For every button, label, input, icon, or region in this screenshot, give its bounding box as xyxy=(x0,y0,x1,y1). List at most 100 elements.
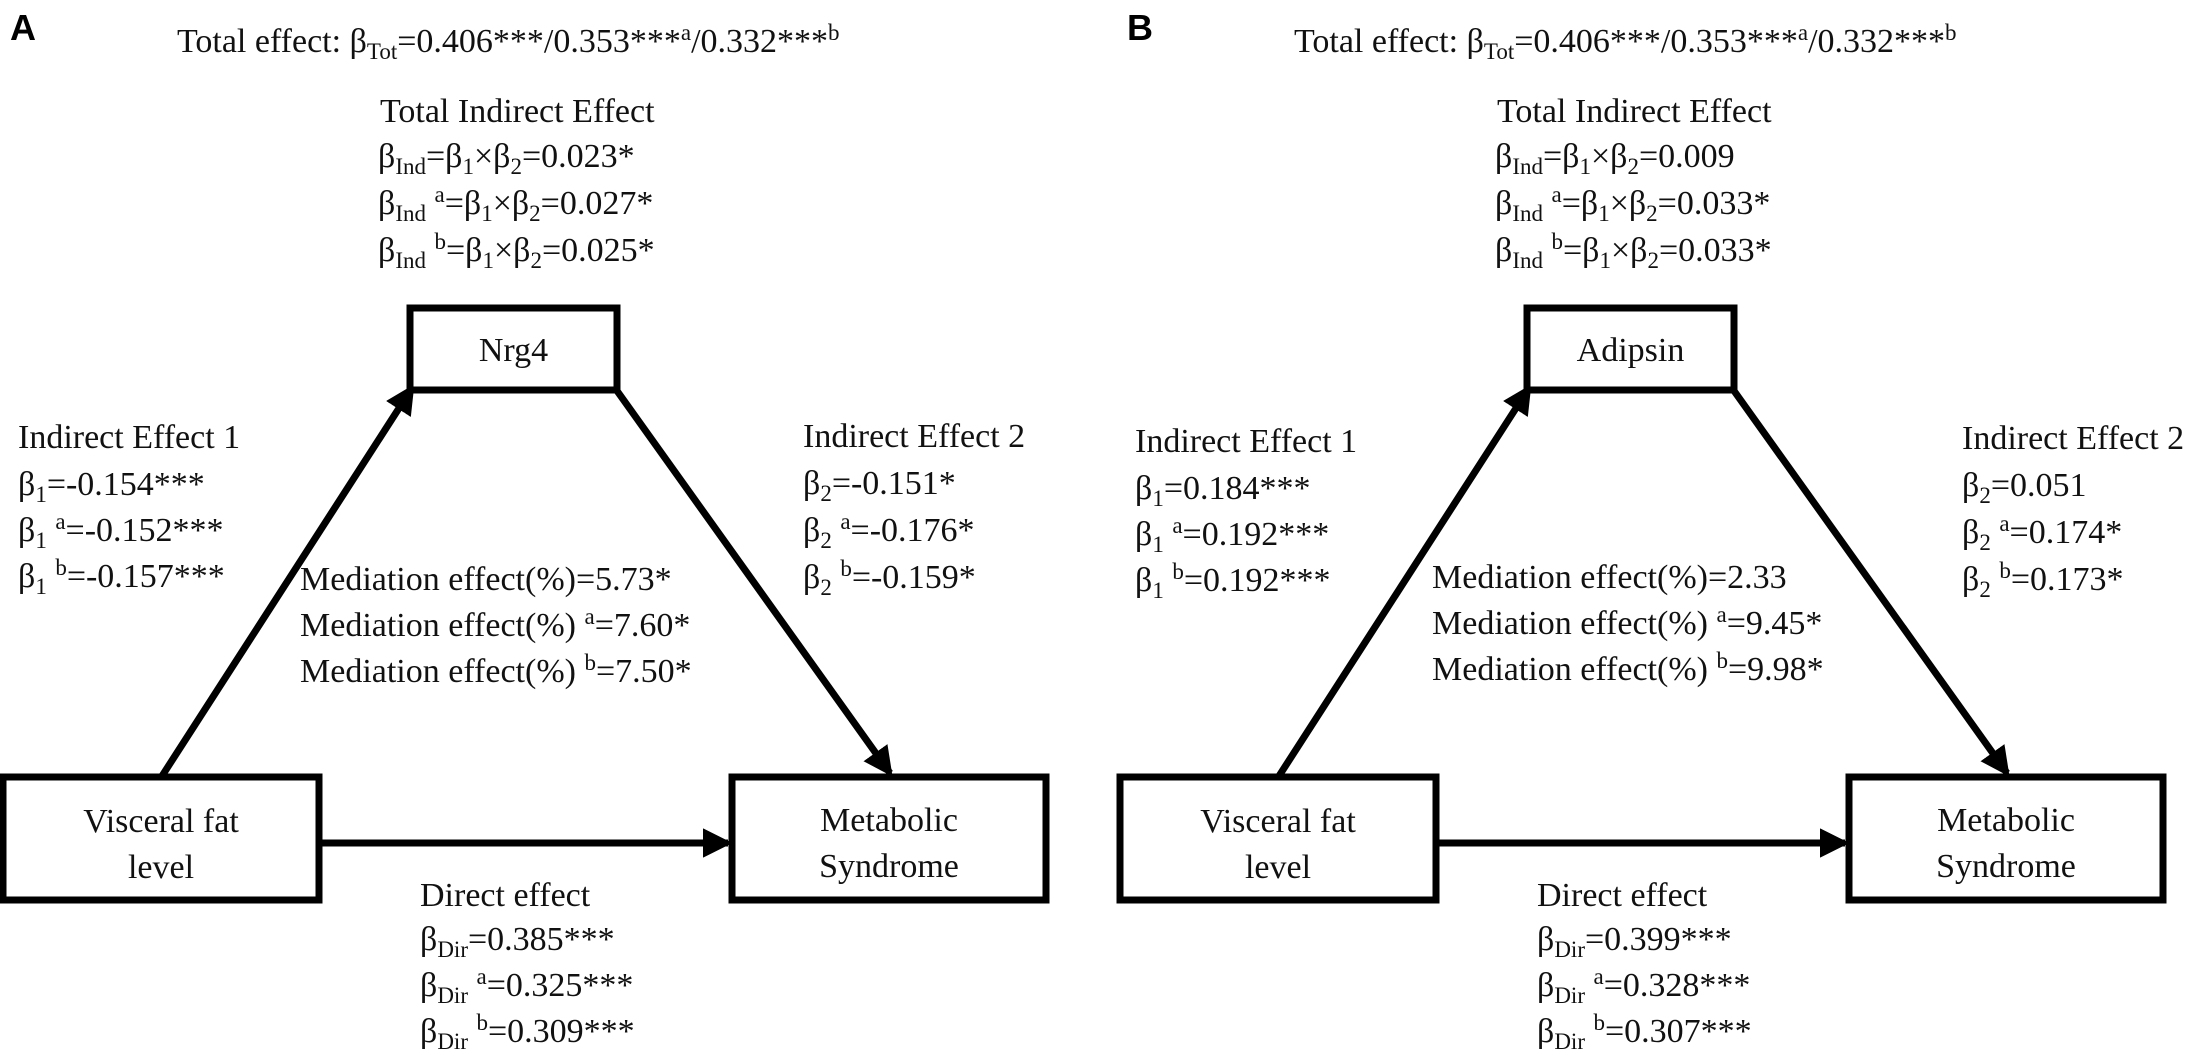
arrow-exposure-to-mediator xyxy=(1276,384,1532,778)
arrow-mediator-to-outcome xyxy=(612,385,893,777)
mediation-effect-line: Mediation effect(%)=2.33 xyxy=(1432,559,1787,596)
arrow-exposure-to-mediator xyxy=(159,384,415,778)
outcome-label-line1: Metabolic xyxy=(820,802,958,839)
indirect-effect-2-line: β2​ a​=0.174* xyxy=(1962,511,2122,555)
mediation-effect-line: Mediation effect(%) a​=9.45* xyxy=(1432,602,1822,642)
mediation-effect-label: Mediation effect(%) xyxy=(1432,605,1708,642)
direct-effect-title: Direct effect xyxy=(1537,877,1708,914)
indirect-effect-1-line: β1​ b​=0.192*** xyxy=(1135,559,1331,603)
indirect-effect-1-value: =0.192*** xyxy=(1184,562,1331,599)
exposure-box xyxy=(0,773,323,904)
total-indirect-line: βInd​ a​=β1​×β2​=0.027* xyxy=(378,182,653,226)
mediation-effect-value: =2.33 xyxy=(1708,559,1787,596)
outcome-box xyxy=(728,773,1050,904)
indirect-effect-1-value: =0.192*** xyxy=(1183,516,1330,553)
indirect-effect-2-title: Indirect Effect 2 xyxy=(803,418,1025,455)
indirect-effect-1-title: Indirect Effect 1 xyxy=(1135,423,1357,460)
direct-effect-line: βDir​=0.399*** xyxy=(1537,921,1732,962)
panel-label: A xyxy=(10,7,36,48)
mediation-effect-line: Mediation effect(%) a​=7.60* xyxy=(300,604,690,644)
exposure-label-line2: level xyxy=(1245,849,1311,886)
indirect-effect-1-title: Indirect Effect 1 xyxy=(18,419,240,456)
indirect-effect-1-line: β1​ a​=0.192*** xyxy=(1135,513,1329,557)
direct-effect-value: =0.307*** xyxy=(1605,1013,1752,1050)
mediation-effect-label: Mediation effect(%) xyxy=(1432,651,1708,688)
panel-a: A Total effect: βTot​=0.406***/0.353***a​… xyxy=(0,7,1050,1054)
indirect-effect-1-line: β1​=0.184*** xyxy=(1135,470,1311,511)
direct-effect-value: =0.309*** xyxy=(488,1013,635,1050)
total-indirect-value: =0.023* xyxy=(522,138,635,175)
direct-effect-line: βDir​=0.385*** xyxy=(420,921,615,962)
indirect-effect-2-value: =-0.159* xyxy=(852,559,976,596)
total-effect-text: Total effect: βTot​=0.406***/0.353***a​/… xyxy=(177,20,840,64)
total-indirect-value: =0.009 xyxy=(1639,138,1735,175)
exposure-label-line1: Visceral fat xyxy=(83,803,239,840)
mediation-effect-line: Mediation effect(%) b​=9.98* xyxy=(1432,648,1824,688)
indirect-effect-1-value: =0.184*** xyxy=(1164,470,1311,507)
mediator-box xyxy=(406,304,621,394)
indirect-effect-1-value: =-0.152*** xyxy=(66,512,224,549)
indirect-effect-2-line: β2​ b​=0.173* xyxy=(1962,558,2124,602)
direct-effect-line: βDir​ b​=0.309*** xyxy=(420,1010,635,1054)
mediation-effect-label: Mediation effect(%) xyxy=(300,607,576,644)
mediation-effect-line: Mediation effect(%) b​=7.50* xyxy=(300,650,692,690)
total-indirect-line: βInd​=β1​×β2​=0.009 xyxy=(1495,138,1735,179)
total-indirect-title: Total Indirect Effect xyxy=(380,93,655,130)
direct-effect-value: =0.325*** xyxy=(487,967,634,1004)
indirect-effect-1-value: =-0.154*** xyxy=(47,466,205,503)
total-indirect-value: =0.033* xyxy=(1659,232,1772,269)
indirect-effect-1-value: =-0.157*** xyxy=(67,558,225,595)
total-indirect-line: βInd​ b​=β1​×β2​=0.033* xyxy=(1495,229,1772,273)
total-effect-values: =0.406***/0.353*** xyxy=(1514,23,1798,60)
indirect-effect-2-value: =-0.151* xyxy=(832,465,956,502)
arrow-mediator-to-outcome xyxy=(1729,385,2010,777)
mediation-effect-value: =9.45* xyxy=(1727,605,1823,642)
exposure-label-line2: level xyxy=(128,849,194,886)
panel-b: B Total effect: βTot​=0.406***/0.353***a​… xyxy=(1116,7,2184,1054)
mediation-effect-label: Mediation effect(%) xyxy=(1432,559,1708,596)
indirect-effect-1-line: β1​ a​=-0.152*** xyxy=(18,509,224,553)
total-indirect-value: =0.033* xyxy=(1658,185,1771,222)
direct-effect-line: βDir​ b​=0.307*** xyxy=(1537,1010,1752,1054)
total-effect-label: Total effect: xyxy=(1294,23,1467,60)
direct-effect-line: βDir​ a​=0.325*** xyxy=(420,964,633,1008)
indirect-effect-1-line: β1​ b​=-0.157*** xyxy=(18,555,225,599)
indirect-effect-2-line: β2​ b​=-0.159* xyxy=(803,556,976,600)
total-effect-subscript: Tot xyxy=(367,39,398,64)
panel-label: B xyxy=(1127,7,1153,48)
indirect-effect-2-line: β2​=0.051 xyxy=(1962,467,2087,508)
total-indirect-line: βInd​ b​=β1​×β2​=0.025* xyxy=(378,229,655,273)
total-indirect-line: βInd​ a​=β1​×β2​=0.033* xyxy=(1495,182,1770,226)
exposure-box xyxy=(1116,773,1440,904)
total-effect-text: Total effect: βTot​=0.406***/0.353***a​/… xyxy=(1294,20,1957,64)
total-indirect-line: βInd​=β1​×β2​=0.023* xyxy=(378,138,635,179)
indirect-effect-2-value: =0.051 xyxy=(1991,467,2087,504)
total-indirect-value: =0.025* xyxy=(542,232,655,269)
total-indirect-value: =0.027* xyxy=(541,185,654,222)
outcome-label-line2: Syndrome xyxy=(1936,848,2076,885)
mediation-effect-value: =9.98* xyxy=(1728,651,1824,688)
total-effect-subscript: Tot xyxy=(1484,39,1515,64)
outcome-label-line2: Syndrome xyxy=(819,848,959,885)
mediation-effect-label: Mediation effect(%) xyxy=(300,653,576,690)
mediation-effect-label: Mediation effect(%) xyxy=(300,561,576,598)
total-effect-label: Total effect: xyxy=(177,23,350,60)
total-indirect-title: Total Indirect Effect xyxy=(1497,93,1772,130)
indirect-effect-2-value: =-0.176* xyxy=(851,512,975,549)
mediation-effect-value: =7.60* xyxy=(595,607,691,644)
mediator-label: Nrg4 xyxy=(479,332,548,369)
mediation-effect-line: Mediation effect(%)=5.73* xyxy=(300,561,672,598)
direct-effect-value: =0.385*** xyxy=(468,921,615,958)
indirect-effect-2-value: =0.173* xyxy=(2011,561,2124,598)
mediator-box xyxy=(1523,304,1738,394)
direct-effect-title: Direct effect xyxy=(420,877,591,914)
indirect-effect-2-line: β2​=-0.151* xyxy=(803,465,956,506)
mediator-label: Adipsin xyxy=(1577,332,1685,369)
indirect-effect-2-title: Indirect Effect 2 xyxy=(1962,420,2184,457)
exposure-label-line1: Visceral fat xyxy=(1200,803,1356,840)
direct-effect-line: βDir​ a​=0.328*** xyxy=(1537,964,1750,1008)
outcome-box xyxy=(1845,773,2167,904)
mediation-effect-value: =5.73* xyxy=(576,561,672,598)
indirect-effect-2-value: =0.174* xyxy=(2010,514,2123,551)
